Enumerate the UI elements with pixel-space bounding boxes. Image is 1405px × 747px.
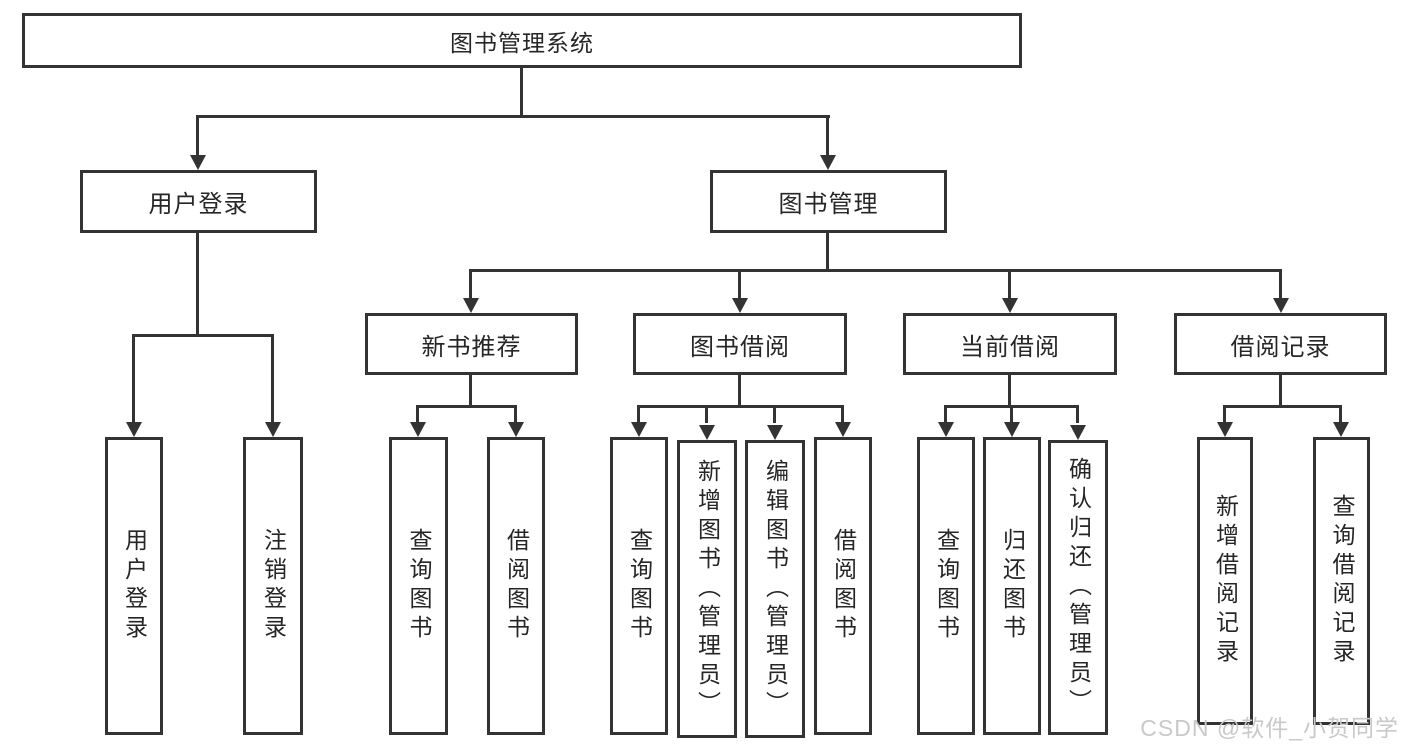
connector-shaft-borrow-4: [841, 405, 844, 423]
leaf-borrow-book: 借阅图书: [814, 437, 872, 735]
arrow-records: [1273, 298, 1289, 313]
node-user-login-label: 用户登录: [148, 191, 249, 218]
node-current-borrow: 当前借阅: [903, 313, 1117, 375]
connector-bar-borrow: [638, 405, 844, 408]
connector-shaft-current: [1008, 269, 1011, 298]
leaf-logout: 注销登录: [243, 437, 303, 735]
connector-shaft-borrow-1: [637, 405, 640, 423]
leaf-borrow-add-admin-label: 新增图书（管理员）: [694, 458, 721, 720]
leaf-records-query: 查询借阅记录: [1313, 437, 1370, 725]
arrow-records-1: [1217, 422, 1233, 437]
leaf-newbook-borrow: 借阅图书: [487, 437, 545, 735]
arrow-login-2: [265, 422, 281, 437]
leaf-user-login: 用户登录: [105, 437, 163, 735]
connector-shaft-records: [1279, 269, 1282, 298]
leaf-borrow-edit-admin-label: 编辑图书（管理员）: [762, 458, 789, 720]
arrow-records-2: [1333, 422, 1349, 437]
connector-bus-level3: [470, 269, 1282, 272]
connector-shaft-login-2: [271, 334, 274, 423]
leaf-newbook-query: 查询图书: [389, 437, 448, 735]
leaf-newbook-borrow-label: 借阅图书: [503, 528, 530, 644]
connector-root-down: [520, 68, 523, 115]
arrow-borrow-3: [767, 425, 783, 440]
connector-newbook-down: [469, 375, 472, 407]
arrow-borrow-2: [699, 425, 715, 440]
connector-shaft-current-3: [1076, 405, 1079, 423]
node-root: 图书管理系统: [22, 13, 1022, 68]
node-new-book-recommend-label: 新书推荐: [421, 333, 522, 361]
connector-shaft-newbook: [469, 269, 472, 298]
arrow-newbook: [463, 298, 479, 313]
connector-current-down: [1008, 375, 1011, 407]
node-current-borrow-label: 当前借阅: [960, 333, 1060, 361]
leaf-borrow-edit-admin: 编辑图书（管理员）: [745, 440, 805, 738]
connector-shaft-current-2: [1010, 405, 1013, 423]
leaf-current-return-label: 归还图书: [999, 528, 1026, 644]
arrow-newbook-2: [508, 422, 524, 437]
arrow-newbook-1: [410, 422, 426, 437]
connector-shaft-current-1: [944, 405, 947, 423]
connector-shaft-newbook-1: [416, 405, 419, 423]
connector-management-down: [826, 233, 829, 272]
leaf-current-query: 查询图书: [917, 437, 975, 735]
leaf-borrow-query-label: 查询图书: [626, 528, 653, 644]
node-book-management-label: 图书管理: [778, 191, 879, 218]
arrow-user-login: [190, 155, 206, 170]
leaf-borrow-book-label: 借阅图书: [830, 528, 857, 644]
connector-shaft-records-1: [1223, 405, 1226, 423]
connector-shaft-newbook-2: [514, 405, 517, 423]
connector-bar-login: [133, 334, 274, 337]
leaf-borrow-add-admin: 新增图书（管理员）: [677, 440, 737, 738]
leaf-borrow-query: 查询图书: [610, 437, 668, 735]
connector-shaft-book-management: [826, 115, 829, 156]
connector-shaft-borrow: [738, 269, 741, 298]
node-book-borrow-label: 图书借阅: [690, 333, 790, 361]
connector-shaft-records-2: [1339, 405, 1342, 423]
connector-shaft-borrow-3: [773, 405, 776, 423]
node-book-management: 图书管理: [710, 170, 947, 233]
arrow-borrow-1: [631, 422, 647, 437]
arrow-borrow-4: [835, 422, 851, 437]
connector-login-down: [196, 233, 199, 336]
node-user-login: 用户登录: [80, 170, 317, 233]
node-root-label: 图书管理系统: [450, 29, 594, 56]
leaf-user-login-label: 用户登录: [121, 528, 148, 644]
leaf-current-query-label: 查询图书: [933, 528, 960, 644]
node-borrow-records-label: 借阅记录: [1230, 333, 1331, 361]
connector-bar-records: [1224, 405, 1342, 408]
connector-records-down: [1279, 375, 1282, 407]
leaf-records-add-label: 新增借阅记录: [1212, 494, 1239, 668]
connector-borrow-down: [738, 375, 741, 407]
connector-shaft-login-1: [132, 334, 135, 423]
arrow-login-1: [126, 422, 142, 437]
arrow-borrow: [732, 298, 748, 313]
watermark: CSDN @软件_小贺同学: [1140, 715, 1399, 741]
arrow-current-3: [1070, 425, 1086, 440]
arrow-book-management: [820, 155, 836, 170]
connector-bus-level2: [197, 115, 830, 118]
connector-shaft-user-login: [196, 115, 199, 156]
leaf-current-confirm-admin: 确认归还（管理员）: [1048, 440, 1108, 735]
connector-shaft-borrow-2: [705, 405, 708, 423]
leaf-records-add: 新增借阅记录: [1197, 437, 1253, 725]
node-book-borrow: 图书借阅: [633, 313, 847, 375]
arrow-current-2: [1004, 422, 1020, 437]
node-borrow-records: 借阅记录: [1174, 313, 1387, 375]
leaf-newbook-query-label: 查询图书: [406, 528, 432, 644]
leaf-records-query-label: 查询借阅记录: [1329, 494, 1355, 668]
connector-bar-newbook: [417, 405, 517, 408]
arrow-current-1: [938, 422, 954, 437]
leaf-logout-label: 注销登录: [260, 528, 287, 644]
leaf-current-return: 归还图书: [983, 437, 1041, 735]
node-new-book-recommend: 新书推荐: [365, 313, 578, 375]
leaf-current-confirm-admin-label: 确认归还（管理员）: [1065, 457, 1092, 718]
arrow-current: [1002, 298, 1018, 313]
